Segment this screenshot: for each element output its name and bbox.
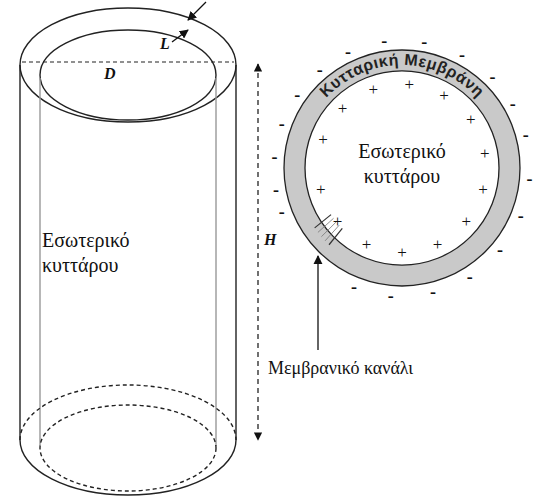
positive-charge: +: [338, 100, 348, 117]
negative-charge: -: [459, 46, 465, 64]
cell-cylinder: Εσωτερικό κυττάρου: [20, 60, 236, 440]
negative-charge: -: [523, 126, 529, 144]
positive-charge: +: [405, 76, 415, 93]
negative-charge: -: [421, 33, 427, 51]
negative-charge: -: [273, 181, 279, 199]
negative-charge: -: [430, 283, 436, 301]
cell-interior: Εσωτερικό κυττάρου: [327, 139, 477, 189]
positive-charge: +: [316, 181, 326, 198]
positive-charge: +: [333, 213, 343, 230]
negative-charge: -: [490, 68, 496, 86]
negative-charge: -: [317, 61, 323, 79]
negative-charge: -: [497, 241, 503, 259]
negative-charge: -: [271, 148, 277, 166]
positive-charge: +: [462, 213, 472, 230]
channel-label: Μεμβρανικό κανάλι: [268, 358, 418, 380]
negative-charge: -: [518, 207, 524, 225]
negative-charge: -: [294, 86, 300, 104]
region-label: Εσωτερικό κυττάρου: [42, 228, 192, 278]
dimension-label: L: [160, 36, 170, 52]
positive-charge: +: [478, 181, 488, 198]
negative-charge: -: [351, 278, 357, 296]
negative-charge: -: [381, 32, 387, 50]
negative-charge: -: [279, 203, 285, 221]
negative-charge: -: [388, 287, 394, 305]
dimension-label: H: [264, 232, 276, 248]
negative-charge: -: [527, 170, 533, 188]
positive-charge: +: [439, 87, 449, 104]
positive-charge: +: [397, 244, 407, 261]
positive-charge: +: [480, 145, 490, 162]
positive-charge: +: [433, 236, 443, 253]
negative-charge: -: [467, 268, 473, 286]
positive-charge: +: [362, 236, 372, 253]
negative-charge: -: [279, 115, 285, 133]
positive-charge: +: [466, 111, 476, 128]
region-label: Εσωτερικό κυττάρου: [327, 139, 477, 189]
negative-charge: -: [345, 43, 351, 61]
positive-charge: +: [368, 81, 378, 98]
negative-charge: -: [510, 95, 516, 113]
positive-charge: +: [318, 131, 328, 148]
dimension-label: D: [104, 66, 116, 82]
